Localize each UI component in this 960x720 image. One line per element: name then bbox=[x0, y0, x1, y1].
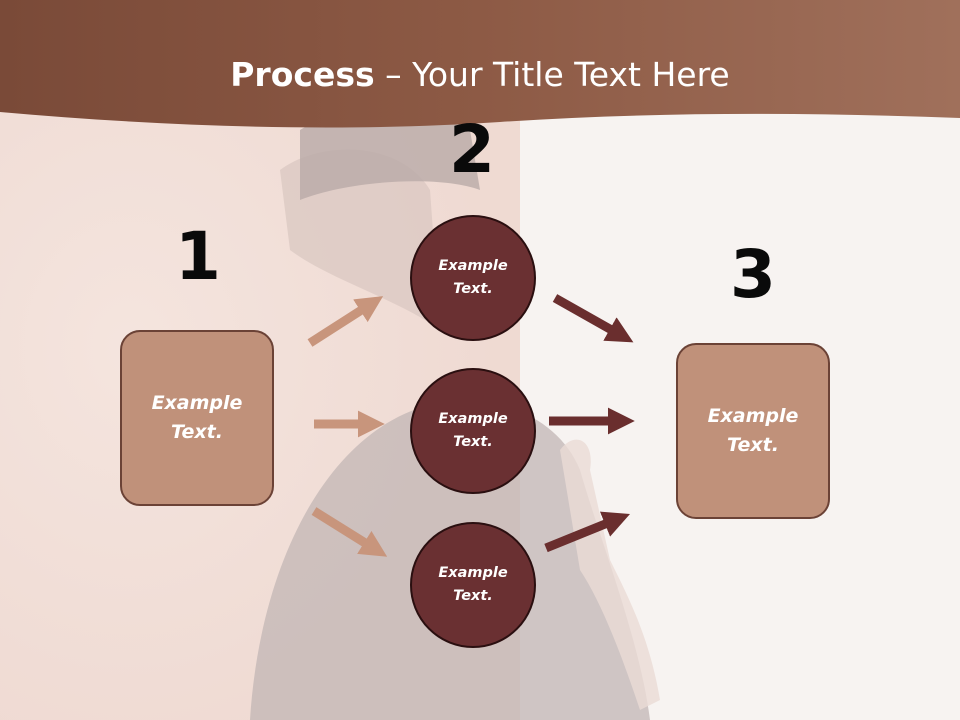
middle-circle-bottom: Example Text. bbox=[410, 522, 536, 648]
title-rest: – Your Title Text Here bbox=[374, 55, 730, 94]
slide-title: Process – Your Title Text Here bbox=[0, 52, 960, 98]
middle-circle-middle-text: Example Text. bbox=[438, 411, 508, 450]
right-step-text: Example Text. bbox=[707, 405, 799, 456]
arrow-dark-down bbox=[552, 294, 634, 343]
middle-circle-middle: Example Text. bbox=[410, 368, 536, 494]
arrow-light-down bbox=[311, 507, 388, 557]
left-step-box: Example Text. bbox=[120, 330, 274, 506]
title-bold: Process bbox=[230, 55, 375, 94]
step-number-2: 2 bbox=[449, 111, 495, 188]
left-step-text: Example Text. bbox=[151, 392, 243, 443]
middle-circle-bottom-text: Example Text. bbox=[438, 565, 508, 604]
middle-circle-top: Example Text. bbox=[410, 215, 536, 341]
middle-circle-top-text: Example Text. bbox=[438, 258, 508, 297]
step-number-1: 1 bbox=[175, 218, 221, 295]
right-step-box: Example Text. bbox=[676, 343, 830, 519]
step-number-3: 3 bbox=[730, 236, 776, 313]
arrow-dark-up bbox=[544, 511, 631, 553]
arrow-light-up bbox=[307, 296, 384, 347]
